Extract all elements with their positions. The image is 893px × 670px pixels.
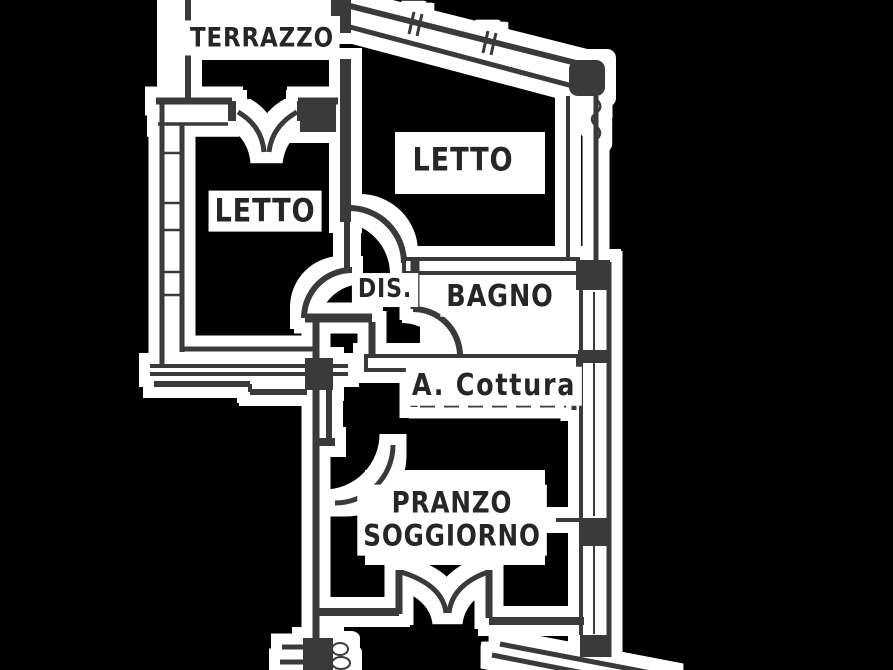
slanted-window-band (349, 3, 593, 92)
room-label-bagno: BAGNO (440, 277, 560, 317)
balcony-slant-lines (491, 641, 649, 670)
divider-wall (305, 0, 376, 358)
right-wall-lower (556, 260, 612, 657)
terrazzo-walls (156, 0, 338, 132)
terrazzo-door-arcs (236, 109, 299, 153)
right-wall-upper (566, 60, 605, 262)
room-label-pranzo-soggiorno: PRANZO SOGGIORNO (357, 484, 547, 556)
walls-and-doors (150, 0, 649, 670)
room-label-pranzo-line1: PRANZO (391, 485, 513, 520)
room-label-pranzo-line2: SOGGIORNO (363, 519, 541, 553)
room-label-letto-left: LETTO (208, 190, 322, 232)
room-label-letto-right: LETTO (406, 139, 520, 181)
pranzo-bottom-walls (280, 569, 584, 670)
dis-door-arcs (301, 205, 463, 357)
left-window-wall (159, 100, 185, 368)
room-label-cottura: A. Cottura (405, 366, 583, 406)
room-label-dis: DIS. (351, 273, 419, 307)
room-label-terrazzo: TERRAZZO (184, 20, 340, 56)
